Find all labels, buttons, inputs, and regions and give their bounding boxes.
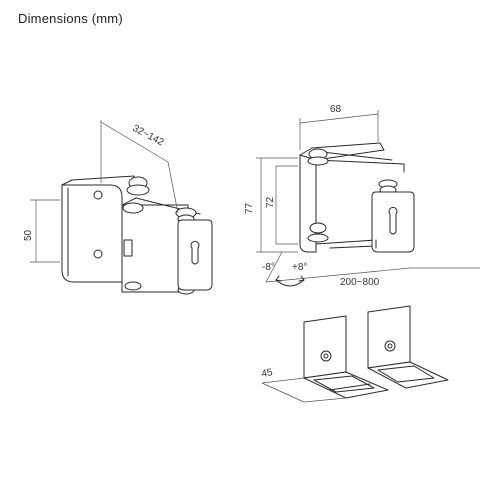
width-top-label: 68 bbox=[330, 104, 342, 115]
page-title: Dimensions (mm) bbox=[18, 11, 123, 26]
tilt-minus-label: -8° bbox=[262, 262, 275, 273]
right-pivot-bottom bbox=[309, 222, 327, 234]
left-bracket bbox=[61, 175, 213, 295]
height-outer-label: 77 bbox=[244, 202, 255, 214]
right-dimensions: 68 77 72 -8° +8° 200~800 bbox=[244, 104, 480, 288]
right-front-plate bbox=[371, 191, 415, 253]
right-bracket bbox=[299, 142, 415, 253]
foot-depth-label: 45 bbox=[261, 367, 274, 380]
height-inner-label: 72 bbox=[265, 196, 276, 208]
foot-dimensions: 45 bbox=[261, 367, 347, 403]
foot-right bbox=[367, 305, 449, 389]
span-label: 200~800 bbox=[340, 277, 380, 288]
tilt-plus-label: +8° bbox=[292, 262, 307, 273]
foot-left bbox=[303, 315, 389, 399]
left-wall-plate bbox=[61, 184, 123, 283]
height-left-label: 50 bbox=[23, 229, 34, 241]
depth-range-label: 32~142 bbox=[131, 123, 166, 149]
left-front-plate bbox=[177, 219, 213, 291]
